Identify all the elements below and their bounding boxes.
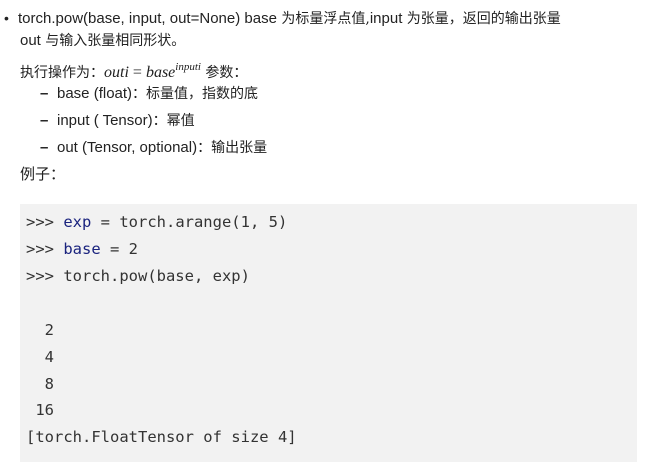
- params-label: 参数：: [200, 65, 248, 81]
- code-output-line: [torch.FloatTensor of size 4]: [26, 428, 297, 446]
- formula-exponent-index: i: [197, 61, 201, 73]
- description-input: input: [369, 10, 403, 27]
- param-base: –base (float)：标量值，指数的底: [40, 82, 258, 106]
- formula-lhs-index: i: [124, 64, 129, 81]
- dash-icon: –: [40, 85, 49, 102]
- operation-label: 执行操作为：: [20, 65, 104, 81]
- param-name: out (Tensor, optional): [57, 139, 198, 156]
- bullet-icon: •: [4, 10, 9, 26]
- code-text: torch.pow(base, exp): [63, 267, 250, 285]
- function-signature: torch.pow(base, input, out=None) base: [18, 10, 277, 27]
- description-text-3: 与输入张量相同形状。: [40, 33, 186, 49]
- param-name: input ( Tensor): [57, 112, 153, 129]
- code-output-line: 8: [26, 375, 54, 393]
- code-variable: base: [63, 240, 101, 258]
- formula-exponent: input: [175, 61, 198, 73]
- code-output-line: 16: [26, 401, 54, 419]
- param-name: base (float): [57, 85, 133, 102]
- example-label: 例子：: [20, 165, 66, 183]
- formula-equals: =: [128, 64, 146, 81]
- description-continuation: out 与输入张量相同形状。: [20, 29, 185, 53]
- param-desc: ：标量值，指数的底: [132, 86, 259, 102]
- formula-rhs: base: [145, 64, 176, 81]
- code-text: = 2: [100, 240, 138, 258]
- code-line: >>> base = 2: [26, 236, 138, 263]
- code-prompt: >>>: [26, 213, 64, 231]
- function-description: • torch.pow(base, input, out=None) base 为…: [4, 6, 644, 31]
- param-input: –input ( Tensor)：幂值: [40, 109, 195, 133]
- code-block: >>> exp = torch.arange(1, 5) >>> base = …: [20, 204, 637, 462]
- dash-icon: –: [40, 139, 49, 156]
- param-out: –out (Tensor, optional)：输出张量: [40, 136, 267, 160]
- code-text: = torch.arange(1, 5): [91, 213, 288, 231]
- code-output-line: 2: [26, 321, 54, 339]
- param-desc: ：输出张量: [197, 140, 268, 156]
- dash-icon: –: [40, 112, 49, 129]
- code-output-line: 4: [26, 348, 54, 366]
- formula-lhs: out: [104, 64, 125, 81]
- description-out: out: [20, 32, 41, 49]
- code-line: >>> exp = torch.arange(1, 5): [26, 209, 287, 236]
- operation-formula: 执行操作为：outi = baseinputi 参数：: [20, 55, 247, 85]
- code-variable: exp: [63, 213, 92, 231]
- description-text: 为标量浮点值,: [276, 11, 370, 27]
- code-prompt: >>>: [26, 240, 64, 258]
- description-text-2: 为张量，返回的输出张量: [402, 11, 561, 27]
- code-prompt: >>>: [26, 267, 64, 285]
- code-line: >>> torch.pow(base, exp): [26, 263, 250, 290]
- param-desc: ：幂值: [152, 113, 195, 129]
